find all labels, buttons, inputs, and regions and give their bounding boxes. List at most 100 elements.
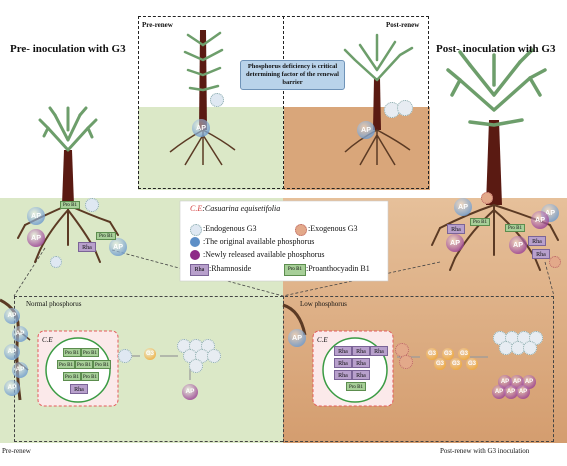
rha-block: Rha [528,236,546,246]
pro-b1-block: Pro B1 [63,372,81,381]
ap-circle: AP [4,380,20,396]
ap-circle: AP [492,385,506,399]
rha-block: Rha [70,384,88,394]
legend-endogenous: :Endogenous G3 [203,224,257,233]
phytase-marker: G3 [426,348,438,360]
endogenous-g3-marker [210,93,224,107]
phytase-marker: G3 [458,348,470,360]
pro-b1-block: Pro B1 [505,224,525,232]
post-renew-top-label: Post-renew [386,21,420,29]
pro-b1-block: Pro B1 [60,201,80,209]
exogenous-g3-marker [399,355,413,369]
rha-block: Rha [334,346,352,356]
rha-legend-icon: Rha [190,264,209,276]
original-ap-icon [190,237,200,247]
rha-block: Rha [370,346,388,356]
pro-b1-block: Pro B1 [57,360,75,369]
top-right-panel-bg [284,107,430,190]
rha-block: Rha [447,224,465,234]
zoom-line-left-b [111,249,284,297]
pro-b1-block: Pro B1 [63,348,81,357]
rha-block: Rha [352,370,370,380]
ap-circle: AP [12,362,28,378]
pro-b1-block: Pro B1 [93,360,111,369]
ap-circle: AP [531,211,549,229]
zoom-line-left-a [13,247,46,297]
ap-circle: AP [357,121,375,139]
zoom-line-right-b [544,261,555,297]
legend-released-p: :Newly released available phosphorus [203,250,325,259]
ap-circle: AP [4,344,20,360]
pre-renew-bottom-label: Pre-renew [2,447,31,455]
ap-circle: AP [509,236,527,254]
right-tree [431,48,559,271]
left-tree [17,106,119,263]
renewal-barrier-callout: Phosphorus deficiency is critical determ… [240,60,345,90]
phytase-marker: G3 [434,358,446,370]
rha-block: Rha [532,249,550,259]
pro-legend-icon: Pro B1 [284,264,306,276]
exogenous-g3-icon [295,224,307,236]
post-renew-tree [343,33,414,166]
phytase-marker: G3 [466,358,478,370]
exogenous-g3-marker [549,256,561,268]
legend-rhamnoside: :Rhamnoside [209,264,252,273]
phytase-marker: G3 [450,358,462,370]
endogenous-g3-marker [50,256,62,268]
rha-block: Rha [334,358,352,368]
bottom-right-root-fragment [282,303,307,336]
ce-label-right: C.E [317,336,328,344]
rha-block: Rha [352,346,370,356]
post-inoculation-title: Post- inoculation with G3 [436,43,556,55]
exogenous-g3-marker [481,192,493,204]
ap-circle: AP [12,326,28,342]
pro-b1-block: Pro B1 [81,372,99,381]
endogenous-g3-marker [397,100,413,116]
released-ap-icon [190,250,200,260]
ap-circle: AP [446,234,464,252]
pro-b1-block: Pro B1 [470,218,490,226]
pro-b1-block: Pro B1 [75,360,93,369]
rha-legend-text: Rha [194,267,205,273]
endogenous-g3-marker [207,349,221,363]
pre-renew-tree [169,30,236,166]
rha-block: Rha [334,370,352,380]
legend-proanthocyadin: :Proanthocyadin B1 [306,264,370,273]
ap-circle: AP [288,329,306,347]
ap-circle: AP [27,207,45,225]
low-phosphorus-label: Low phosphorus [300,300,347,308]
legend-ce-abbrev: C.E [190,204,203,213]
phytase-marker: G3 [442,348,454,360]
endogenous-g3-marker [189,359,203,373]
rha-block: Rha [352,358,370,368]
ap-circle: AP [454,198,472,216]
pro-b1-block: Pro B1 [96,232,116,240]
ce-label-left: C.E [42,336,53,344]
endogenous-g3-marker [85,198,99,212]
legend-exogenous: :Exogenous G3 [308,224,358,233]
legend-ce-name: :Casuarina equisetifolia [202,204,281,213]
ap-circle: AP [192,119,210,137]
ap-circle: AP [4,308,20,324]
post-renew-bottom-label: Post-renew with G3 inoculation [440,447,530,455]
pre-renew-top-label: Pre-renew [142,21,173,29]
ap-circle: AP [182,384,198,400]
legend-ce: C.E:Casuarina equisetifolia [190,204,280,213]
ap-circle: AP [27,229,45,247]
pro-b1-block: Pro B1 [81,348,99,357]
ap-circle: AP [504,385,518,399]
ap-circle: AP [109,238,127,256]
top-divider [283,16,284,189]
pro-b1-block: Pro B1 [346,382,366,391]
legend-original-p: :The original available phosphorus [203,237,315,246]
endogenous-g3-marker [118,349,132,363]
pro-legend-text: Pro B1 [287,267,303,272]
ap-circle: AP [516,385,530,399]
normal-phosphorus-label: Normal phosphorus [26,300,82,308]
pre-inoculation-title: Pre- inoculation with G3 [10,43,126,55]
phytase-marker: G3 [144,348,156,360]
endogenous-g3-marker [523,341,537,355]
endogenous-g3-icon [190,224,202,236]
bottom-divider [283,296,284,442]
rha-block: Rha [78,242,96,252]
